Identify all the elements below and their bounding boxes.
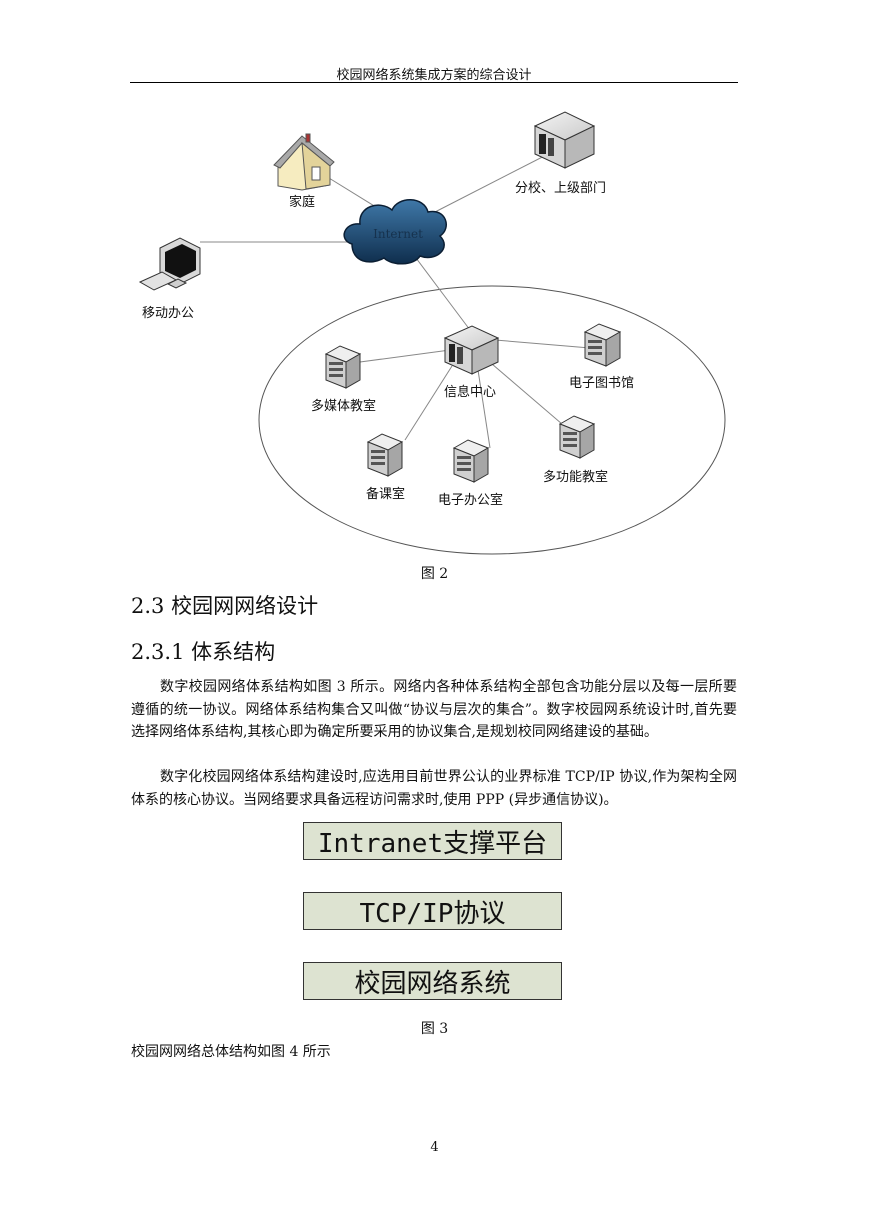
internet-cloud-icon: Internet: [343, 199, 447, 265]
library-server-icon: [583, 323, 622, 367]
multimedia-label: 多媒体教室: [311, 398, 376, 414]
network-topology-diagram: Internet: [138, 111, 726, 555]
running-header: 校园网络系统集成方案的综合设计: [336, 68, 532, 83]
multi-function-room-server-icon: [558, 415, 596, 459]
branch-server-icon: [533, 111, 596, 169]
multi-function-label: 多功能教室: [543, 469, 608, 485]
mobile-label: 移动办公: [142, 306, 194, 321]
layer-box-tcpip: TCP/IP协议: [303, 892, 562, 930]
layer-box-campus-network: 校园网络系统: [303, 962, 562, 1000]
header-rule: [130, 82, 738, 83]
office-label: 电子办公室: [438, 492, 503, 508]
section-heading: 2.3 校园网网络设计: [131, 594, 319, 618]
campus-boundary: [258, 285, 726, 555]
library-label: 电子图书馆: [569, 376, 634, 391]
office-server-icon: [452, 439, 490, 483]
internet-cloud-label: Internet: [373, 227, 423, 241]
subsection-heading: 2.3.1 体系结构: [131, 640, 276, 664]
mobile-workstation-icon: [138, 237, 201, 291]
info-center-label: 信息中心: [444, 384, 496, 400]
paragraph-2: 数字化校园网络体系结构建设时,应选用目前世界公认的业界标准 TCP/IP 协议,…: [131, 769, 737, 808]
multimedia-room-server-icon: [324, 345, 362, 389]
paragraph-1: 数字校园网络体系结构如图 3 所示。网络内各种体系结构全部包含功能分层以及每一层…: [131, 679, 737, 740]
prep-room-label: 备课室: [366, 486, 405, 502]
branch-label: 分校、上级部门: [515, 180, 606, 196]
home-label: 家庭: [289, 194, 315, 210]
home-icon: [273, 133, 335, 191]
figure-2-caption: 图 2: [420, 566, 449, 582]
layer-box-intranet: Intranet支撑平台: [303, 822, 562, 860]
info-center-server-icon: [443, 325, 500, 375]
figure-3-caption: 图 3: [420, 1021, 449, 1037]
prep-room-server-icon: [366, 433, 404, 477]
page-number: 4: [430, 1140, 439, 1155]
closing-line: 校园网网络总体结构如图 4 所示: [131, 1044, 331, 1060]
